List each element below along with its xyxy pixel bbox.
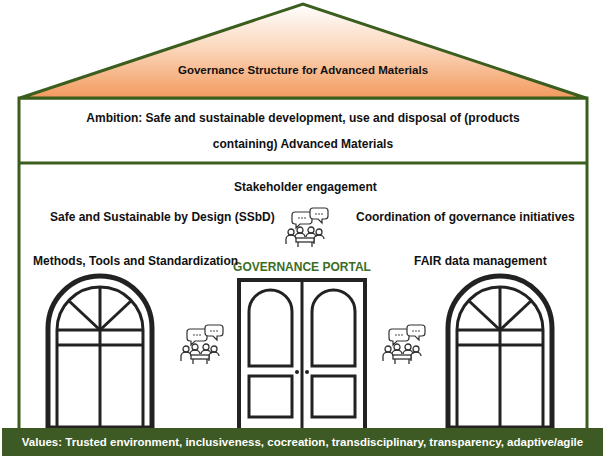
right-window bbox=[448, 276, 552, 428]
pillar-label: FAIR data management bbox=[414, 254, 547, 268]
ambition-band: Ambition: Safe and sustainable developme… bbox=[19, 98, 587, 164]
meeting-icon bbox=[286, 208, 328, 247]
pillar-label: Safe and Sustainable by Design (SSbD) bbox=[50, 210, 275, 224]
meeting-icon bbox=[181, 325, 223, 364]
meeting-icon bbox=[383, 325, 425, 364]
governance-portal-door: GOVERNANCE PORTAL bbox=[222, 258, 382, 429]
roof-shape bbox=[17, 1, 589, 100]
house-wall bbox=[19, 98, 587, 430]
door-shape bbox=[237, 278, 367, 429]
pillar-label: Methods, Tools and Standardization bbox=[33, 254, 238, 268]
pillar-label: Coordination of governance initiatives bbox=[356, 210, 575, 224]
left-window bbox=[48, 276, 152, 428]
roof-triangle: Governance Structure for Advanced Materi… bbox=[17, 1, 589, 100]
pillar-label: Stakeholder engagement bbox=[234, 180, 377, 194]
values-base-band: Values: Trusted environment, inclusivene… bbox=[2, 428, 603, 456]
floor-line bbox=[19, 162, 587, 165]
